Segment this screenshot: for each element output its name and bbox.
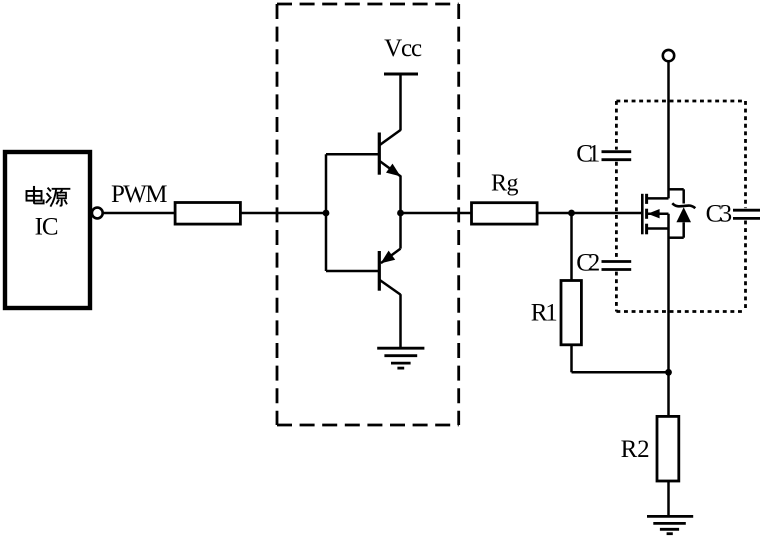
svg-text:R1: R1: [531, 299, 558, 326]
svg-text:Vcc: Vcc: [384, 35, 422, 62]
svg-text:PWM: PWM: [111, 181, 168, 208]
svg-text:C2: C2: [576, 249, 600, 276]
svg-text:C1: C1: [576, 140, 600, 167]
svg-text:IC: IC: [35, 214, 59, 241]
svg-text:Rg: Rg: [491, 171, 519, 197]
svg-text:R2: R2: [621, 436, 650, 463]
svg-text:C3: C3: [706, 200, 733, 227]
